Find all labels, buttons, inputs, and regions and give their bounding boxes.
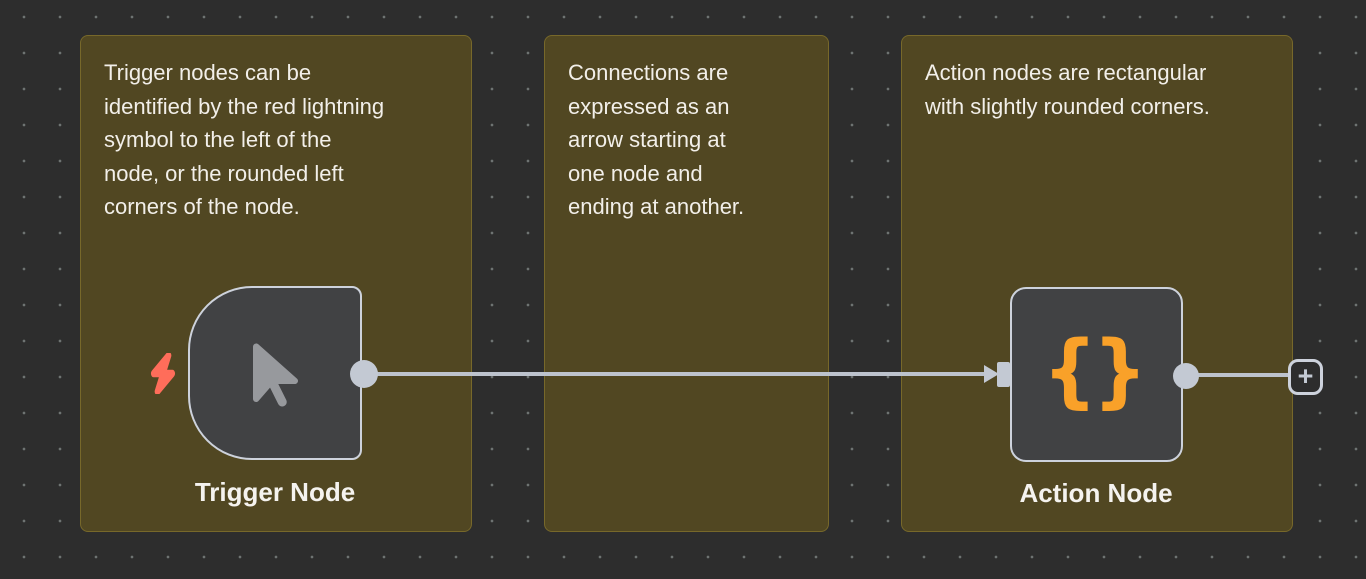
sticky-note-text: Action nodes are rectangular with slight…: [925, 60, 1210, 119]
connection-line[interactable]: [364, 372, 986, 376]
lightning-bolt-icon: [150, 353, 176, 394]
action-input-port[interactable]: [997, 362, 1010, 387]
action-node-label: Action Node: [1019, 478, 1173, 508]
sticky-note-connections[interactable]: Connections are expressed as an arrow st…: [544, 35, 829, 532]
action-node[interactable]: {}: [1010, 287, 1183, 462]
action-output-endpoint[interactable]: [1173, 363, 1199, 389]
add-node-button[interactable]: +: [1288, 359, 1323, 395]
trigger-node-label: Trigger Node: [194, 477, 356, 507]
sticky-note-text: Connections are expressed as an arrow st…: [568, 60, 745, 219]
code-braces-icon: {}: [1046, 325, 1147, 416]
connection-stub-line: [1186, 373, 1290, 377]
cursor-icon: [253, 343, 298, 407]
plus-icon: +: [1297, 360, 1314, 391]
trigger-output-endpoint[interactable]: [350, 360, 378, 388]
sticky-note-text: Trigger nodes can be identified by the r…: [104, 60, 385, 219]
arrowhead-icon: [984, 365, 999, 383]
